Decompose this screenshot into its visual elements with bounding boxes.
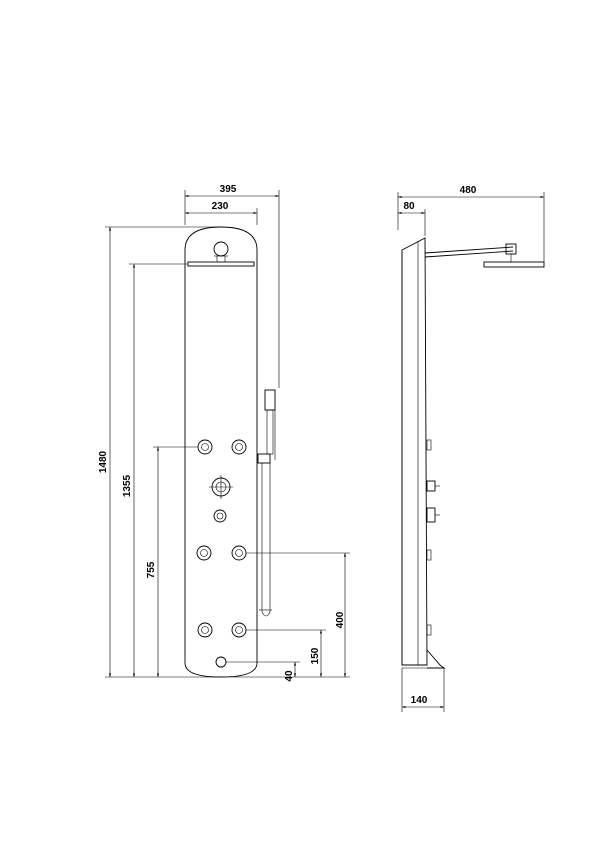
dim-label-230: 230 xyxy=(212,201,229,212)
front-panel-outline xyxy=(184,226,258,678)
panel-hook xyxy=(213,241,229,257)
side-controls xyxy=(426,439,440,636)
dim-label-1355: 1355 xyxy=(122,474,133,497)
dim-side-arm-offset: 80 xyxy=(398,201,426,236)
jet-nozzle xyxy=(197,622,213,638)
jet-nozzle xyxy=(231,439,247,455)
hand-shower xyxy=(257,389,276,617)
bottom-spout xyxy=(215,656,227,668)
dim-label-80: 80 xyxy=(403,201,415,212)
dim-front-overall-width: 395 xyxy=(184,184,280,388)
dim-label-755: 755 xyxy=(146,561,157,578)
jet-nozzle xyxy=(231,545,247,561)
jet-nozzle xyxy=(231,622,247,638)
side-bottom-spout xyxy=(426,649,446,669)
dim-front-total-height: 1480 xyxy=(98,226,221,677)
side-view: 480 80 140 xyxy=(397,185,545,712)
dim-front-upper-jets-height: 755 xyxy=(146,446,198,677)
dim-front-panel-width: 230 xyxy=(185,201,258,225)
front-view: 395 230 1480 1355 755 4 xyxy=(98,184,350,682)
side-shower-arm xyxy=(424,243,545,268)
dim-side-depth: 140 xyxy=(401,668,445,712)
diverter-knob xyxy=(213,509,227,523)
mixer-knob xyxy=(209,475,233,499)
side-panel-outline xyxy=(401,237,428,666)
dim-front-middle-jets-height: 400 xyxy=(246,552,350,677)
dim-label-40: 40 xyxy=(284,670,295,682)
jet-nozzle xyxy=(197,439,213,455)
dim-label-140: 140 xyxy=(411,695,428,706)
dim-label-480: 480 xyxy=(460,185,477,196)
dim-label-1480: 1480 xyxy=(98,450,109,473)
dim-label-150: 150 xyxy=(310,647,321,664)
rain-shower-head xyxy=(187,261,255,267)
dim-side-arm-reach: 480 xyxy=(397,185,545,262)
side-rain-shower-head xyxy=(483,261,545,268)
dim-label-400: 400 xyxy=(335,611,346,628)
dim-front-showerhead-height: 1355 xyxy=(122,263,188,677)
dim-label-395: 395 xyxy=(220,184,237,195)
jet-nozzle xyxy=(196,545,212,561)
dim-front-spout-height: 40 xyxy=(226,661,300,682)
dim-front-lower-jets-height: 150 xyxy=(246,629,326,677)
